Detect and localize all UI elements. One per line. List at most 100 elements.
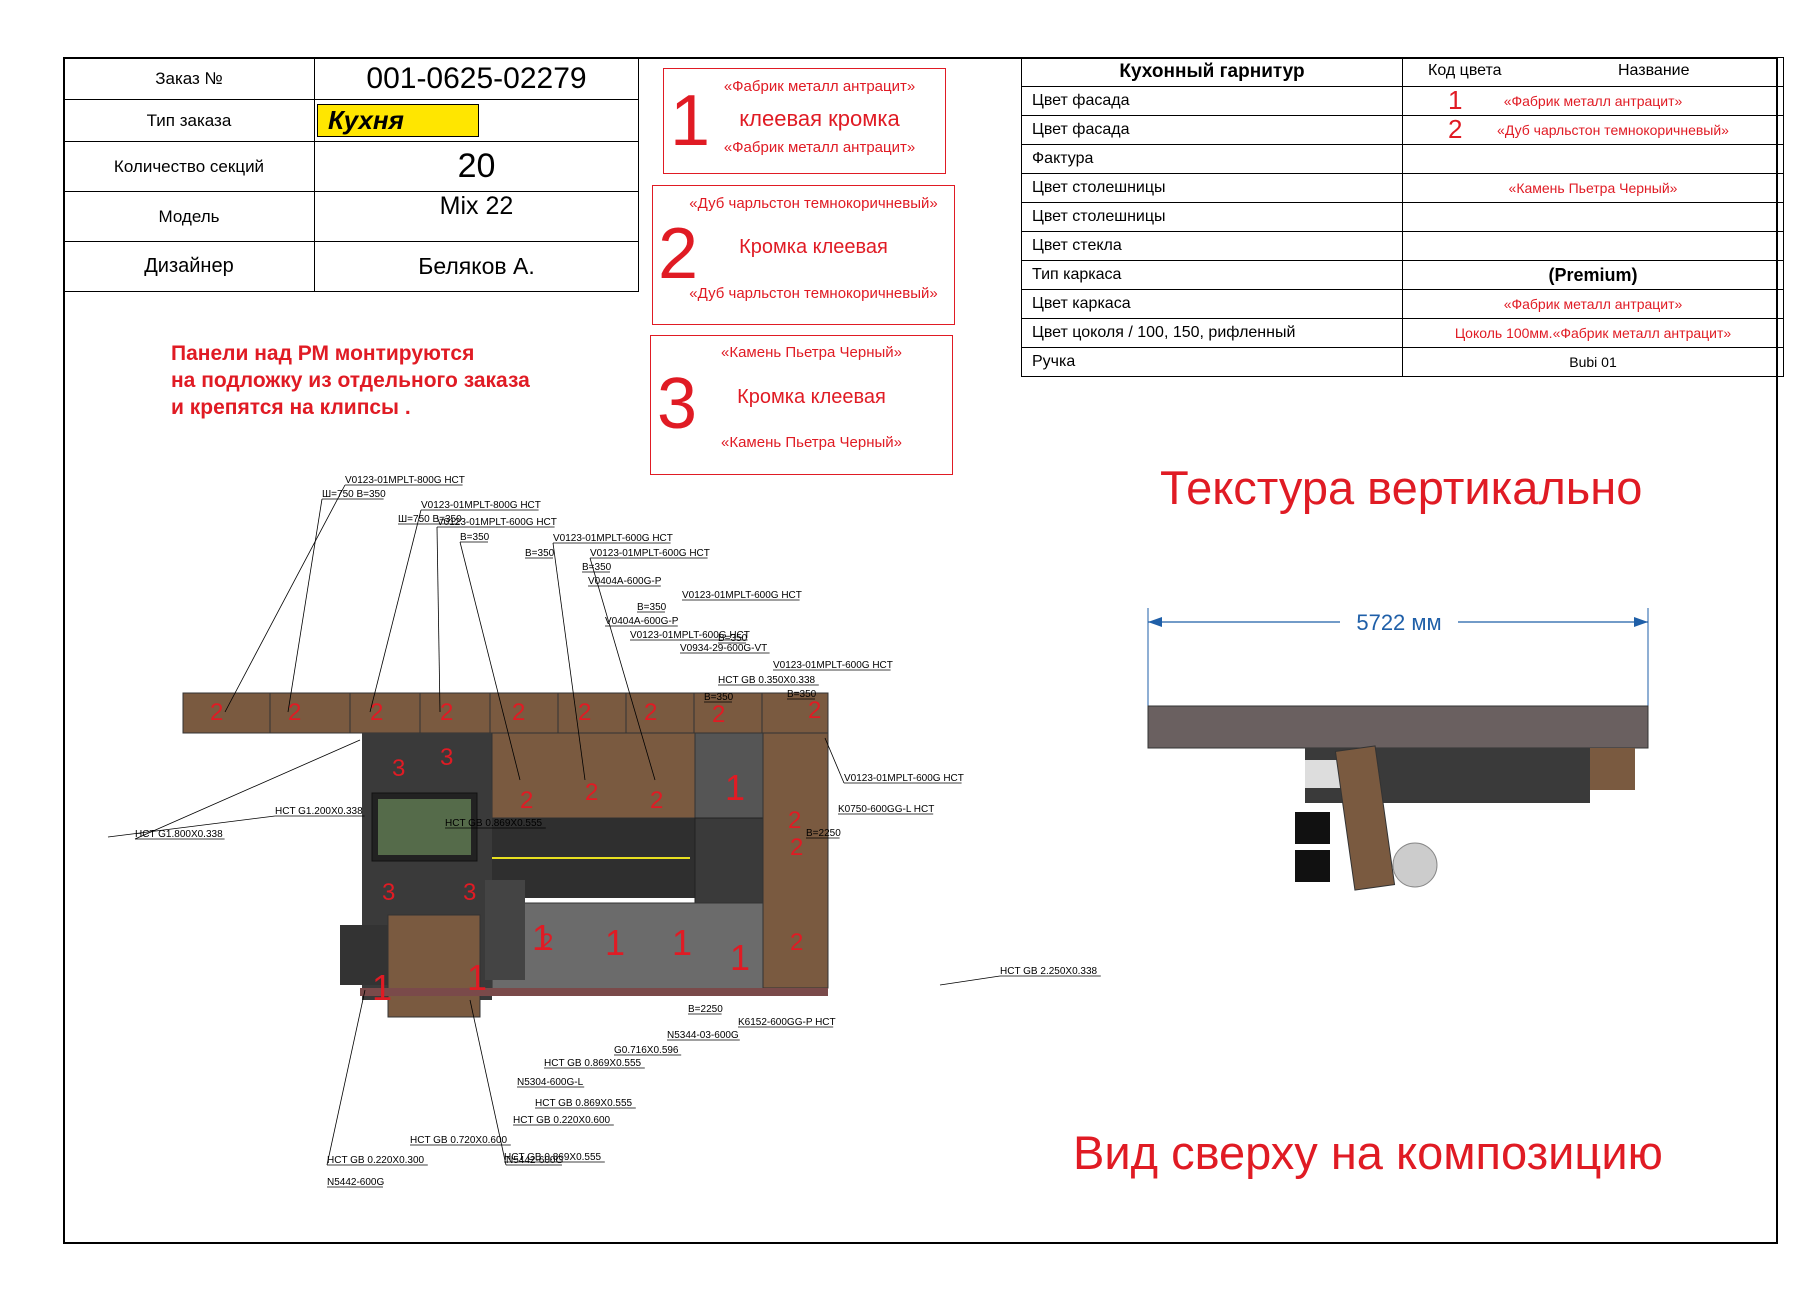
facade-mark: 2: [788, 807, 801, 834]
drawing-frame: [63, 57, 1778, 1244]
callout-label: Ш=750 В=350: [398, 514, 462, 525]
dimension-arrow-left: [1148, 617, 1162, 627]
spec-row-num: 2: [1448, 114, 1463, 144]
callout-label: В=350: [787, 689, 817, 700]
top-view-label: Вид сверху на композицию: [1073, 1126, 1663, 1179]
spec-row-label: Ручка: [1021, 347, 1403, 377]
spec-row-label: Цвет столешницы: [1021, 202, 1403, 232]
spec-row: Цвет столешницы: [1021, 202, 1784, 232]
spec-row-value: Цоколь 100мм.«Фабрик металл антрацит»: [1402, 318, 1784, 348]
edge-box-1-top: «Фабрик металл антрацит»: [723, 78, 916, 95]
facade-mark: 2: [210, 699, 223, 726]
callout-label: V0123-01MPLT-600G HCT: [773, 660, 893, 671]
tall-wood-unit: [762, 732, 829, 989]
facade-mark: 1: [467, 957, 487, 998]
facade-mark: 2: [585, 779, 598, 806]
facade-mark: 1: [725, 767, 745, 808]
mounting-note-line: на подложку из отдельного заказа: [171, 369, 530, 392]
facade-mark: 3: [463, 879, 476, 906]
kitchen-spec-table: Кухонный гарнитур Код цвета Название Цве…: [1021, 57, 1784, 377]
spec-row: Цвет цоколя / 100, 150, рифленный Цоколь…: [1021, 318, 1784, 348]
leader-line: [939, 975, 1001, 986]
facade-mark: 2: [644, 699, 657, 726]
tv-image: [378, 799, 471, 855]
callout-label: В=2250: [688, 1004, 723, 1015]
callout-label: HCT GB 0.220X0.300: [327, 1155, 425, 1166]
upper-cabinet-dividers: [269, 693, 763, 733]
upper-cabinet-row: [182, 692, 829, 734]
leader-line: [469, 999, 507, 1166]
leader-line: [326, 989, 366, 1166]
callout-label: В=350: [637, 602, 667, 613]
edge-box-3-mid: Кромка клеевая: [737, 386, 886, 408]
spec-row-value: «Фабрик металл антрацит»: [1503, 93, 1683, 109]
callout-label: HCT GB 0.869X0.555: [544, 1058, 642, 1069]
model-value: Mix 22: [314, 191, 639, 242]
callout-label: Ш=750 В=350: [322, 489, 386, 500]
edge-box-3-top: «Камень Пьетра Черный»: [721, 344, 902, 361]
mounting-note: Панели над РМ монтируются на подложку из…: [171, 340, 530, 421]
edge-box-2-number: 2: [658, 214, 699, 294]
facade-mark: 3: [392, 755, 405, 782]
middle-wall-cabinets: [491, 732, 696, 819]
facade-mark: 1: [372, 967, 392, 1008]
callout-label: В=350: [718, 633, 748, 644]
edge-box-2-bottom: «Дуб чарльстон темнокоричневый»: [689, 285, 938, 302]
callout-label: HCT GB 0.720X0.600: [410, 1135, 508, 1146]
callout-label: V0123-01MPLT-600G HCT: [590, 548, 710, 559]
facade-mark: 1: [532, 917, 552, 958]
callout-label: HCT GB 0.869X0.555: [445, 818, 543, 829]
leader-lines: [107, 484, 1101, 1188]
mounting-note-line: Панели над РМ монтируются: [171, 342, 475, 365]
facade-mark: 2: [650, 787, 663, 814]
callout-label: HCT GB 0.220X0.600: [513, 1115, 611, 1126]
texture-direction-label: Текстура вертикально: [1160, 461, 1643, 514]
order-type-label: Тип заказа: [63, 99, 315, 142]
chair-left: [340, 925, 388, 985]
dimension-arrow-right: [1634, 617, 1648, 627]
spec-row-value: «Дуб чарльстон темнокоричневый»: [1497, 122, 1729, 138]
callout-label: V0123-01MPLT-600G HCT: [553, 533, 673, 544]
facade-mark: 3: [440, 744, 453, 771]
leader-line: [436, 526, 441, 713]
callout-label: В=2250: [806, 828, 841, 839]
callout-label: HCT GB 2.250X0.338: [1000, 966, 1098, 977]
mounting-note-line: и крепятся на клипсы .: [171, 396, 411, 419]
model-label: Модель: [63, 191, 315, 242]
facade-mark: 2: [578, 699, 591, 726]
edge-box-1-mid: клеевая кромка: [739, 106, 900, 131]
callout-label: HCT GB 0.350X0.338: [718, 675, 816, 686]
edge-box-3-number: 3: [657, 364, 698, 444]
facade-mark: 2: [440, 699, 453, 726]
facade-mark: 2: [790, 834, 803, 861]
spec-row-value: [1402, 202, 1784, 232]
callout-label: V0123-01MPLT-600G HCT: [682, 590, 802, 601]
edge-box-1-bottom: «Фабрик металл антрацит»: [723, 139, 916, 156]
facade-mark: 1: [605, 922, 625, 963]
leader-line: [107, 815, 276, 838]
spec-row: Цвет фасада 2 «Дуб чарльстон темнокоричне…: [1021, 114, 1784, 145]
spec-row-label: Цвет фасада: [1021, 115, 1403, 145]
top-view-chair-2: [1295, 850, 1330, 882]
facade-mark: 2: [370, 699, 383, 726]
callout-label: HCT G1.200X0.338: [275, 806, 363, 817]
callout-label: V0404A-600G-P: [588, 576, 662, 587]
leader-line: [287, 498, 323, 713]
facade-mark: 1: [672, 922, 692, 963]
callout-label: V0934-29-600G-VT: [680, 643, 767, 654]
leader-line: [459, 541, 521, 781]
leader-line: [824, 737, 845, 784]
callout-label: V0123-01MPLT-600G HCT: [630, 630, 750, 641]
edge-box-2: 2 «Дуб чарльстон темнокоричневый» Кромка…: [652, 185, 955, 325]
spec-row: Ручка Bubi 01: [1021, 347, 1784, 377]
designer-label: Дизайнер: [63, 241, 315, 292]
leader-line: [134, 739, 361, 840]
top-view-tall: [1590, 748, 1635, 790]
callout-label: N5344-03-600G: [667, 1030, 739, 1041]
callout-label: В=350: [582, 562, 612, 573]
callout-label: HCT GB 0.869X0.555: [504, 1152, 602, 1163]
facade-mark: 1: [730, 937, 750, 978]
